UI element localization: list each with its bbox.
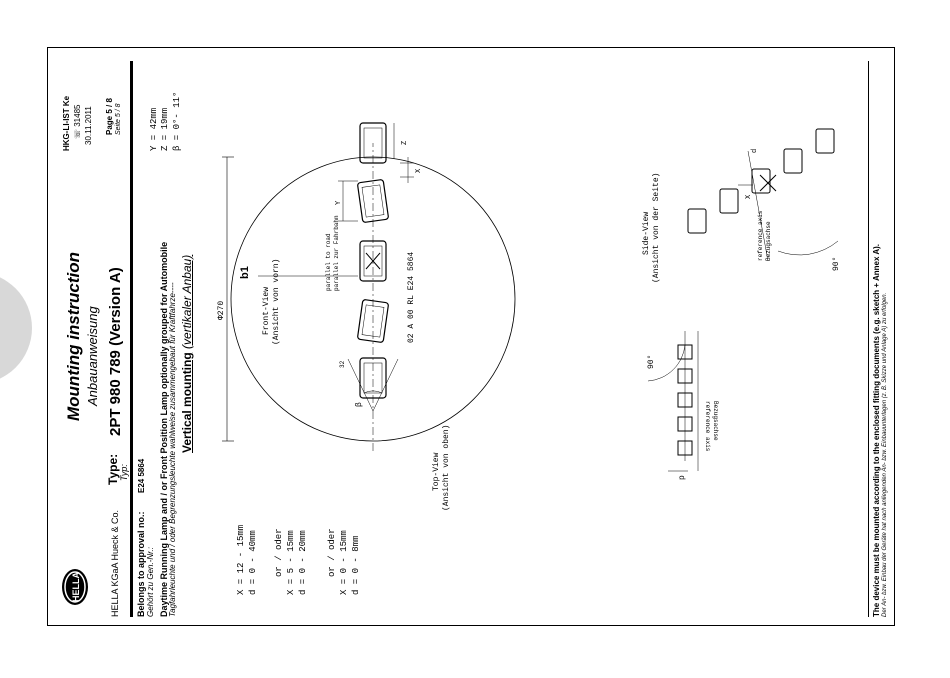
- dim-z-label: Z: [401, 141, 409, 145]
- technical-drawing: Φ270 β 32: [217, 122, 841, 511]
- dim-32-label: 32: [339, 360, 346, 368]
- dim-x-label: X: [415, 168, 423, 173]
- b1-label: b1: [239, 266, 251, 279]
- front-view-label-de: (Ansicht von vorn): [272, 259, 281, 345]
- top-angle-label: 90°: [647, 355, 656, 369]
- top-ref-axis-label-de: Bezugsachse: [712, 401, 719, 441]
- approval-marking: 02 A 00 RL E24 5864: [407, 252, 416, 343]
- top-view-label-de: (Ansicht von oben): [442, 425, 451, 511]
- side-dim-d-label: d: [751, 149, 759, 153]
- side-view-label: Side-View: [642, 212, 651, 255]
- side-view-label-de: (Ansicht von der Seite): [652, 173, 661, 283]
- front-lamp: [357, 179, 389, 223]
- side-tab[interactable]: [0, 272, 32, 384]
- document-frame: [47, 47, 895, 626]
- side-dim-x-label: X: [745, 194, 753, 199]
- parallel-road-label: parallel to road: [325, 233, 332, 291]
- dim-p-label: p: [678, 475, 687, 480]
- parallel-road-label-de: parallel zur Fahrbahn: [333, 215, 340, 291]
- footer-note-de: Der An- bzw. Einbau der Geräte hat nach …: [882, 292, 888, 617]
- circle-diameter-label: Φ270: [217, 301, 226, 320]
- front-lamp: [359, 357, 387, 399]
- dim-y-label: Y: [335, 200, 343, 205]
- top-view-label: Top-View: [432, 452, 441, 491]
- logo-text: HELLA: [71, 572, 81, 602]
- front-view-label: Front-View: [262, 287, 271, 335]
- side-angle-label: 90°: [832, 257, 841, 271]
- front-lamp: [357, 299, 389, 343]
- side-view-lamps: [687, 128, 835, 234]
- front-lamp-center: [359, 240, 387, 282]
- top-ref-axis-label: reference axis: [704, 401, 711, 452]
- front-lamp: [359, 122, 387, 164]
- top-view-lamps: [677, 331, 693, 461]
- side-ref-axis-label-de: Bezugsachse: [765, 221, 772, 261]
- side-ref-axis-label: reference axis: [757, 210, 764, 261]
- footer-note: The device must be mounted according to …: [872, 243, 881, 617]
- beta-label: β: [355, 402, 364, 407]
- hella-logo: HELLA: [60, 567, 95, 607]
- footer-rule: [868, 61, 869, 617]
- rotated-sheet: HELLA HELLA KGaA Hueck & Co. Mounting in…: [48, 51, 894, 621]
